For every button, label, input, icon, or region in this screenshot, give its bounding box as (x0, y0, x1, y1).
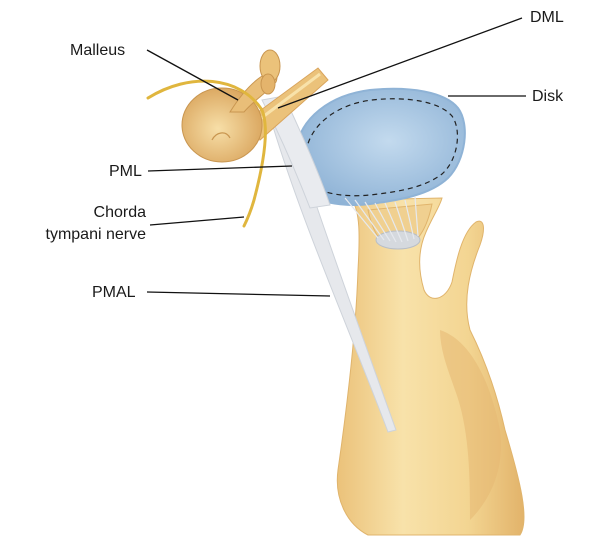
label-chorda-line1: Chorda (78, 203, 146, 222)
leader-pml (148, 166, 292, 171)
label-pmal: PMAL (92, 283, 136, 302)
label-disk: Disk (532, 87, 563, 106)
label-chorda-line2: tympani nerve (28, 225, 146, 244)
label-malleus: Malleus (70, 41, 125, 60)
leader-chorda (150, 217, 244, 225)
label-pml: PML (109, 162, 142, 181)
leader-pmal (147, 292, 330, 296)
label-dml: DML (530, 8, 564, 27)
